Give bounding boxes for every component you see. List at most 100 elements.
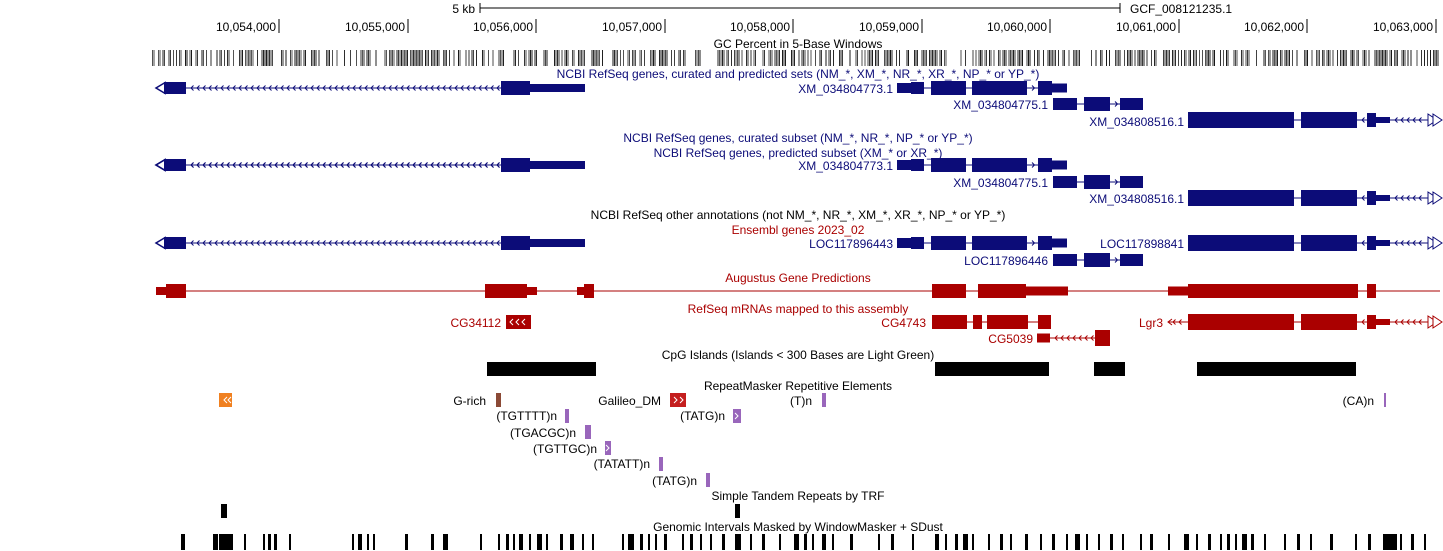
repeat-label-t-n[interactable]: (T)n xyxy=(790,394,812,408)
gc-window-bar xyxy=(1049,50,1050,66)
tandem-repeat xyxy=(735,504,740,518)
gc-window-bar xyxy=(425,50,426,66)
gc-window-bar xyxy=(1047,50,1049,66)
strand-arrow xyxy=(466,85,470,91)
gene-label-loc117896446[interactable]: LOC117896446 xyxy=(964,254,1048,268)
strand-arrow xyxy=(334,162,338,168)
repeat-label-g-rich[interactable]: G-rich xyxy=(453,394,486,408)
gc-window-bar xyxy=(1130,50,1131,66)
strand-arrow xyxy=(490,240,494,246)
gc-window-bar xyxy=(267,50,269,66)
gc-window-bar xyxy=(1184,50,1185,66)
strand-arrow xyxy=(268,85,272,91)
gc-window-bar xyxy=(1287,50,1289,66)
gc-window-bar xyxy=(632,50,633,66)
gc-window-bar xyxy=(476,50,477,66)
strand-arrow xyxy=(424,240,428,246)
gc-window-bar xyxy=(315,50,317,66)
strand-arrow xyxy=(412,240,416,246)
strand-arrow xyxy=(226,85,230,91)
repeat-label-ca-n[interactable]: (CA)n xyxy=(1343,394,1374,408)
gc-window-bar xyxy=(1352,50,1353,66)
augustus-track[interactable] xyxy=(156,284,1440,298)
strand-arrow xyxy=(208,162,212,168)
gc-window-bar xyxy=(1269,50,1271,66)
ensembl-genes-track[interactable] xyxy=(154,235,1443,267)
repeatmasker-track[interactable] xyxy=(219,393,1386,487)
gc-window-bar xyxy=(498,50,500,66)
simple-repeats-track[interactable] xyxy=(221,504,740,518)
gc-window-bar xyxy=(300,50,302,66)
refseq-all-track[interactable] xyxy=(154,81,1443,128)
strand-arrow xyxy=(322,162,326,168)
repeat-label-galileo-dm[interactable]: Galileo_DM xyxy=(598,394,661,408)
cpg-islands-track[interactable] xyxy=(487,362,1356,376)
gc-window-bar xyxy=(438,50,440,66)
exon-block xyxy=(1053,254,1077,266)
gc-window-bar xyxy=(878,50,879,66)
strand-arrow xyxy=(448,85,452,91)
gene-label-cg4743[interactable]: CG4743 xyxy=(881,316,926,330)
gc-window-bar xyxy=(179,50,180,66)
strand-arrow xyxy=(382,162,386,168)
repeat-label-tatg-n[interactable]: (TATG)n xyxy=(680,409,725,423)
gc-window-bar xyxy=(1256,50,1257,66)
scale-bar-label: 5 kb xyxy=(452,2,475,16)
repeat-label-tatg-n[interactable]: (TATG)n xyxy=(652,474,697,488)
gene-label-lgr3[interactable]: Lgr3 xyxy=(1139,316,1163,330)
gc-window-bar xyxy=(660,50,662,66)
strand-arrow xyxy=(1031,85,1036,91)
refseq-predicted-track[interactable] xyxy=(154,158,1443,206)
strand-arrow xyxy=(238,240,242,246)
gc-window-bar xyxy=(807,50,809,66)
gc-window-bar xyxy=(884,50,885,66)
masked-interval xyxy=(1208,534,1211,550)
strand-arrow xyxy=(406,162,410,168)
strand-arrow xyxy=(292,162,296,168)
gene-label-loc117898841[interactable]: LOC117898841 xyxy=(1100,237,1184,251)
gc-window-bar xyxy=(1274,50,1275,66)
windowmasker-track[interactable] xyxy=(181,534,1426,550)
gene-label-xm-034804773[interactable]: XM_034804773.1 xyxy=(798,82,893,96)
gene-label-xm-034808516[interactable]: XM_034808516.1 xyxy=(1089,115,1184,129)
gc-window-bar xyxy=(1421,50,1422,66)
repeat-label-tgtttt-n[interactable]: (TGTTTT)n xyxy=(496,409,557,423)
gc-window-bar xyxy=(1292,50,1293,66)
masked-interval xyxy=(1098,534,1100,550)
gc-window-bar xyxy=(1316,50,1317,66)
gc-window-bar xyxy=(579,50,581,66)
gc-window-bar xyxy=(1346,50,1347,66)
gc-percent-track[interactable] xyxy=(152,50,1439,66)
gene-label-loc117896443[interactable]: LOC117896443 xyxy=(809,237,893,251)
gc-window-bar xyxy=(1236,50,1238,66)
gene-label-xm-034804775[interactable]: XM_034804775.1 xyxy=(953,98,1048,112)
gene-label-cg34112[interactable]: CG34112 xyxy=(451,316,502,330)
gc-window-bar xyxy=(419,50,420,66)
masked-interval xyxy=(529,534,531,550)
strand-arrow xyxy=(406,85,410,91)
repeat-label-tgacgc-n[interactable]: (TGACGC)n xyxy=(510,426,576,440)
gc-window-bar xyxy=(1319,50,1320,66)
gene-label-cg5039[interactable]: CG5039 xyxy=(988,332,1033,346)
position-ruler[interactable]: 10,054,000 10,055,000 10,056,000 10,057,… xyxy=(216,19,1437,34)
masked-interval xyxy=(1196,534,1198,550)
gc-window-bar xyxy=(210,50,212,66)
repeat-label-tgttgc-n[interactable]: (TGTTGC)n xyxy=(533,442,597,456)
gc-window-bar xyxy=(999,50,1001,66)
gc-window-bar xyxy=(633,50,635,66)
refseq-mrna-track[interactable] xyxy=(506,314,1443,346)
gc-window-bar xyxy=(263,50,264,66)
gene-label-xm-034804773[interactable]: XM_034804773.1 xyxy=(798,159,893,173)
gene-label-xm-034804775[interactable]: XM_034804775.1 xyxy=(953,176,1048,190)
masked-interval xyxy=(431,534,434,550)
masked-interval xyxy=(358,534,362,550)
gc-window-bar xyxy=(443,50,444,66)
gc-window-bar xyxy=(936,50,938,66)
gc-window-bar xyxy=(398,50,399,66)
gc-window-bar xyxy=(1185,50,1187,66)
gene-label-xm-034808516[interactable]: XM_034808516.1 xyxy=(1089,192,1184,206)
gc-window-bar xyxy=(332,50,333,66)
repeat-label-tatatt-n[interactable]: (TATATT)n xyxy=(594,457,650,471)
exon-block xyxy=(1084,97,1110,111)
